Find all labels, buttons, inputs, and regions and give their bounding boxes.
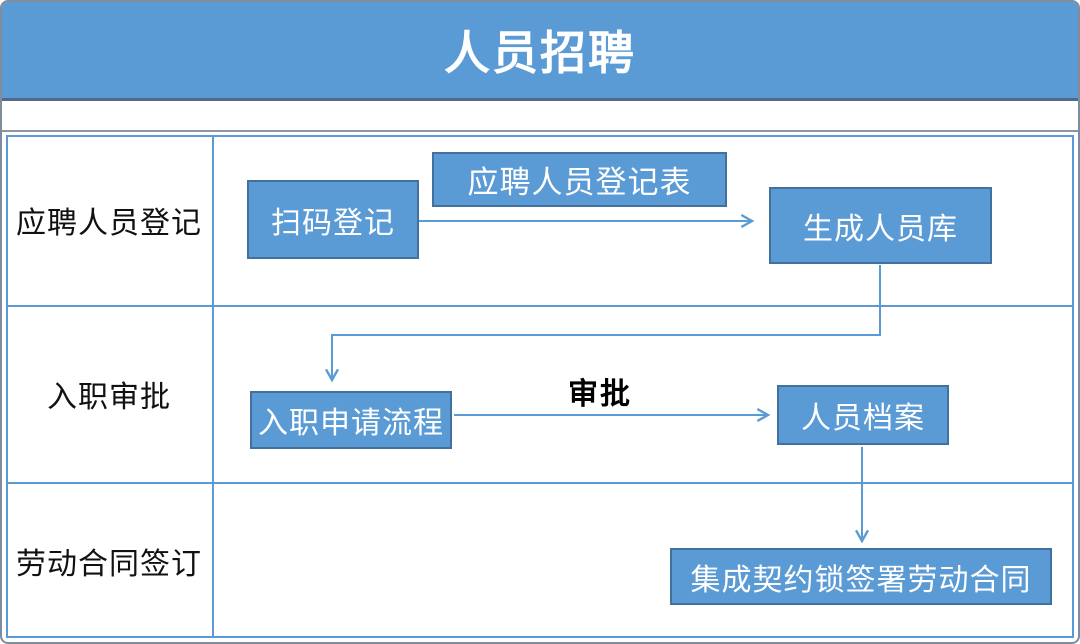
lane-divider-2 [6,482,1074,484]
lane-column-divider [212,135,214,638]
title-bar: 人员招聘 [2,2,1078,101]
swimlane-table-border [6,135,1074,638]
node-onboarding-flow: 入职申请流程 [250,391,452,449]
node-scan-register: 扫码登记 [247,180,419,259]
node-personnel-pool: 生成人员库 [769,187,992,264]
page-title: 人员招聘 [444,27,636,79]
node-registration-form: 应聘人员登记表 [432,152,727,207]
header-divider-line [2,130,1078,132]
node-sign-contract: 集成契约锁签署劳动合同 [670,548,1052,605]
lane-label-onboarding-approval: 入职审批 [47,380,171,414]
lane-label-applicant-registration: 应聘人员登记 [16,207,202,240]
lane-label-contract-signing: 劳动合同签订 [16,548,202,581]
edge-label-approval: 审批 [568,378,632,411]
node-personnel-file: 人员档案 [777,385,949,445]
